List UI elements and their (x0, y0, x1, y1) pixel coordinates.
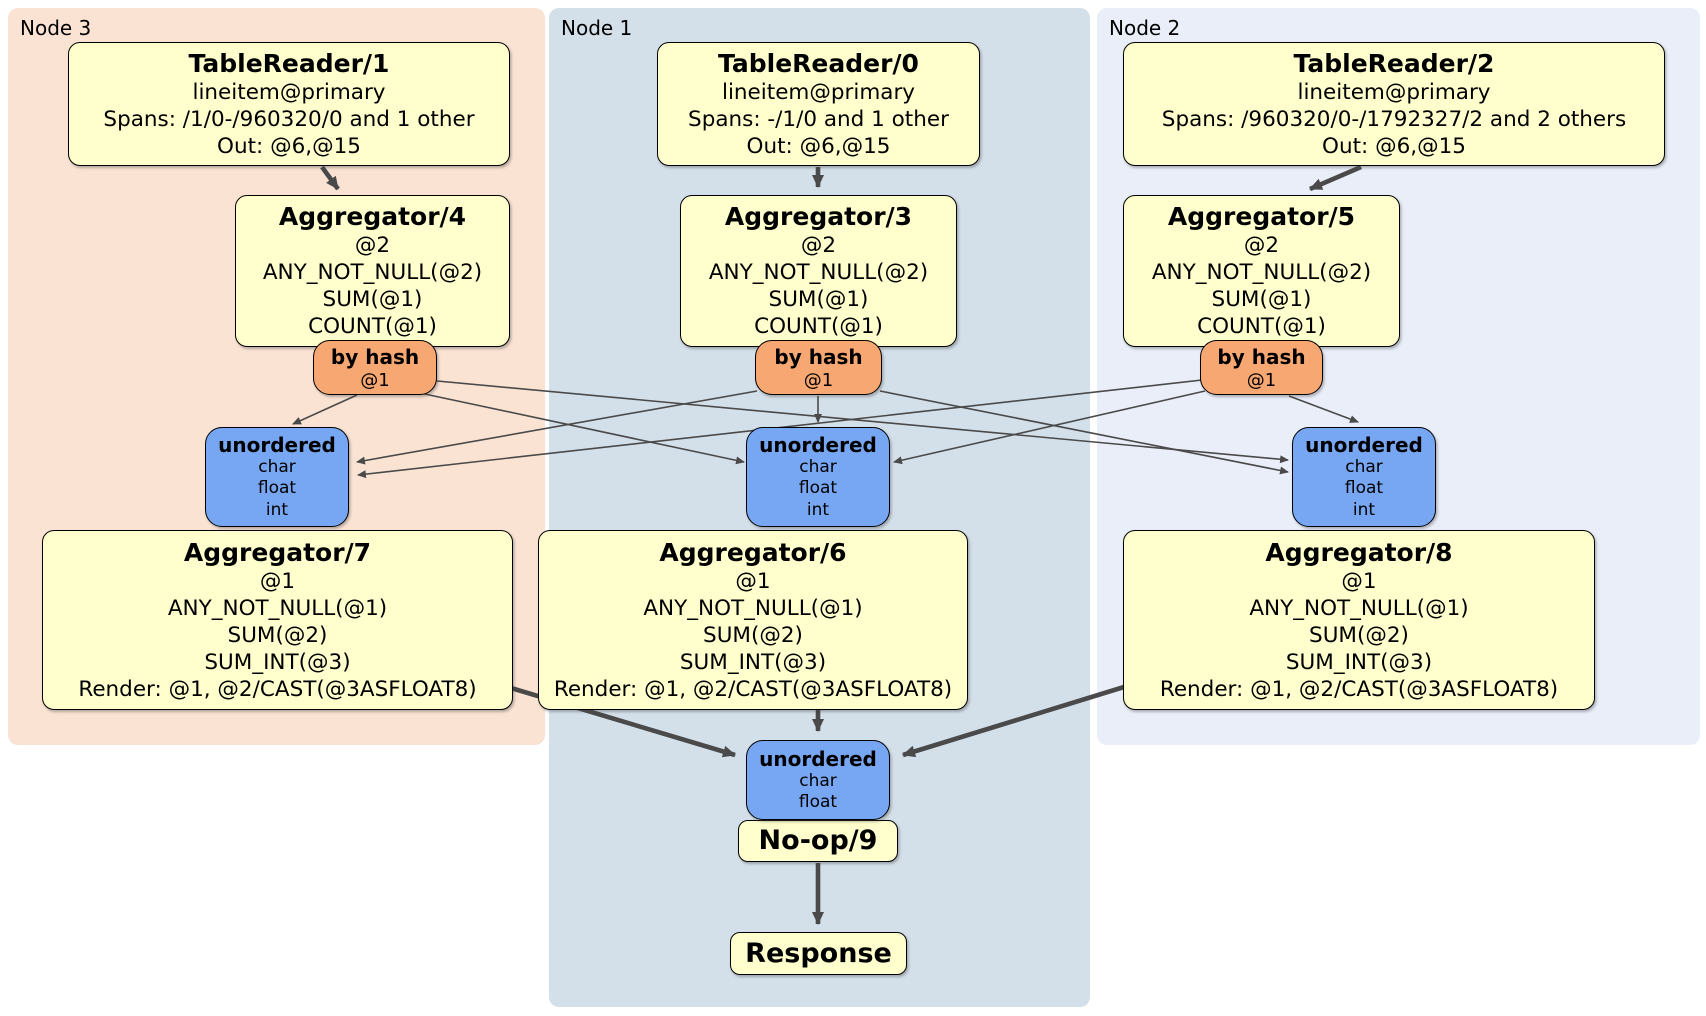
node2-label: Node 2 (1109, 16, 1181, 40)
hash-router-node1: by hash @1 (755, 340, 882, 395)
aggregator-7-fn: SUM_INT(@3) (204, 649, 351, 675)
flow-arrow (320, 165, 340, 191)
aggregator-4-fn: SUM(@1) (322, 287, 423, 312)
aggregator-7-box: Aggregator/7 @1 ANY_NOT_NULL(@1) SUM(@2)… (42, 530, 513, 710)
tablereader-2-out: Out: @6,@15 (1322, 133, 1466, 159)
sync-col-type: float (257, 478, 297, 499)
unordered-sync-node2: unordered char float int (1292, 427, 1436, 527)
aggregator-4-group: @2 (354, 233, 391, 258)
tablereader-2-index: lineitem@primary (1297, 79, 1491, 105)
flow-arrow (902, 684, 1125, 758)
stream-edge (292, 394, 358, 425)
hash-router-title: by hash (330, 344, 420, 369)
unordered-sync-final: unordered char float (746, 740, 890, 820)
sync-col-type: char (799, 770, 837, 791)
tablereader-0-index: lineitem@primary (721, 79, 916, 105)
tablereader-0-spans: Spans: -/1/0 and 1 other (688, 106, 949, 132)
aggregator-3-fn: SUM(@1) (768, 287, 869, 312)
aggregator-8-fn: SUM_INT(@3) (1285, 649, 1433, 675)
tablereader-1-title: TableReader/1 (188, 48, 390, 78)
aggregator-6-title: Aggregator/6 (659, 537, 847, 567)
aggregator-7-fn: ANY_NOT_NULL(@1) (167, 595, 388, 621)
aggregator-5-fn: ANY_NOT_NULL(@2) (1151, 260, 1372, 285)
tablereader-0-box: TableReader/0 lineitem@primary Spans: -/… (657, 42, 980, 166)
aggregator-5-group: @2 (1243, 233, 1280, 258)
stream-edge (419, 392, 745, 465)
stream-edge (893, 390, 1206, 465)
sync-col-type: int (806, 499, 830, 520)
unordered-sync-node1: unordered char float int (746, 427, 890, 527)
aggregator-3-fn: COUNT(@1) (754, 314, 883, 339)
aggregator-5-fn: SUM(@1) (1211, 287, 1312, 312)
aggregator-4-fn: ANY_NOT_NULL(@2) (262, 260, 483, 285)
response-box: Response (730, 932, 907, 975)
aggregator-7-render: Render: @1, @2/CAST(@3ASFLOAT8) (78, 676, 477, 702)
tablereader-0-title: TableReader/0 (718, 48, 919, 78)
hash-router-cols: @1 (803, 369, 834, 391)
tablereader-2-title: TableReader/2 (1293, 48, 1495, 78)
aggregator-3-title: Aggregator/3 (724, 202, 913, 231)
hash-router-title: by hash (774, 344, 863, 369)
aggregator-8-title: Aggregator/8 (1265, 537, 1453, 567)
hash-router-node3: by hash @1 (313, 340, 437, 395)
sync-col-type: char (799, 456, 837, 477)
noop-title: No-op/9 (758, 825, 878, 856)
hash-router-cols: @1 (1246, 369, 1277, 391)
aggregator-4-box: Aggregator/4 @2 ANY_NOT_NULL(@2) SUM(@1)… (235, 195, 510, 347)
tablereader-1-out: Out: @6,@15 (217, 133, 361, 159)
sync-col-type: float (1344, 478, 1384, 499)
aggregator-7-group: @1 (259, 568, 296, 594)
flow-arrow (1309, 164, 1362, 192)
tablereader-2-box: TableReader/2 lineitem@primary Spans: /9… (1123, 42, 1665, 166)
hash-router-cols: @1 (360, 369, 390, 391)
aggregator-6-fn: SUM(@2) (703, 622, 803, 648)
aggregator-6-fn: SUM_INT(@3) (679, 649, 827, 675)
sync-col-type: float (798, 478, 838, 499)
aggregator-7-fn: SUM(@2) (227, 622, 328, 648)
tablereader-1-index: lineitem@primary (192, 79, 386, 105)
stream-edge (356, 390, 758, 465)
aggregator-3-group: @2 (800, 233, 837, 258)
stream-edge (436, 380, 1289, 464)
unordered-sync-title: unordered (218, 432, 336, 457)
sync-col-type: float (798, 792, 838, 812)
aggregator-6-fn: ANY_NOT_NULL(@1) (643, 595, 863, 621)
aggregator-6-render: Render: @1, @2/CAST(@3ASFLOAT8) (553, 676, 953, 702)
node1-label: Node 1 (561, 16, 633, 40)
aggregator-8-fn: ANY_NOT_NULL(@1) (1249, 595, 1469, 621)
tablereader-2-spans: Spans: /960320/0-/1792327/2 and 2 others (1161, 106, 1627, 132)
aggregator-6-group: @1 (735, 568, 771, 594)
aggregator-8-fn: SUM(@2) (1309, 622, 1409, 648)
aggregator-4-title: Aggregator/4 (278, 202, 467, 231)
noop-box: No-op/9 (738, 820, 898, 862)
aggregator-7-title: Aggregator/7 (183, 537, 372, 567)
tablereader-0-out: Out: @6,@15 (746, 133, 891, 159)
response-title: Response (745, 937, 892, 969)
sync-col-type: char (1345, 456, 1383, 477)
aggregator-4-fn: COUNT(@1) (308, 314, 437, 339)
node3-label: Node 3 (20, 16, 92, 40)
sync-col-type: char (258, 456, 296, 477)
tablereader-1-box: TableReader/1 lineitem@primary Spans: /1… (68, 42, 510, 166)
aggregator-5-box: Aggregator/5 @2 ANY_NOT_NULL(@2) SUM(@1)… (1123, 195, 1400, 347)
unordered-sync-title: unordered (759, 746, 877, 771)
hash-router-title: by hash (1217, 344, 1306, 369)
hash-router-node2: by hash @1 (1200, 340, 1323, 395)
aggregator-8-box: Aggregator/8 @1 ANY_NOT_NULL(@1) SUM(@2)… (1123, 530, 1595, 710)
aggregator-5-fn: COUNT(@1) (1197, 314, 1326, 339)
stream-edge (879, 390, 1289, 475)
sync-col-type: int (1352, 499, 1376, 520)
aggregator-3-fn: ANY_NOT_NULL(@2) (708, 260, 929, 285)
stream-edge (1288, 395, 1359, 423)
sync-col-type: int (265, 499, 289, 520)
tablereader-1-spans: Spans: /1/0-/960320/0 and 1 other (103, 106, 475, 132)
aggregator-6-box: Aggregator/6 @1 ANY_NOT_NULL(@1) SUM(@2)… (538, 530, 968, 710)
unordered-sync-node3: unordered char float int (205, 427, 349, 527)
aggregator-5-title: Aggregator/5 (1167, 202, 1356, 231)
unordered-sync-title: unordered (1305, 432, 1423, 457)
aggregator-3-box: Aggregator/3 @2 ANY_NOT_NULL(@2) SUM(@1)… (680, 195, 957, 347)
aggregator-8-group: @1 (1341, 568, 1377, 594)
aggregator-8-render: Render: @1, @2/CAST(@3ASFLOAT8) (1159, 676, 1559, 702)
unordered-sync-title: unordered (759, 432, 877, 457)
